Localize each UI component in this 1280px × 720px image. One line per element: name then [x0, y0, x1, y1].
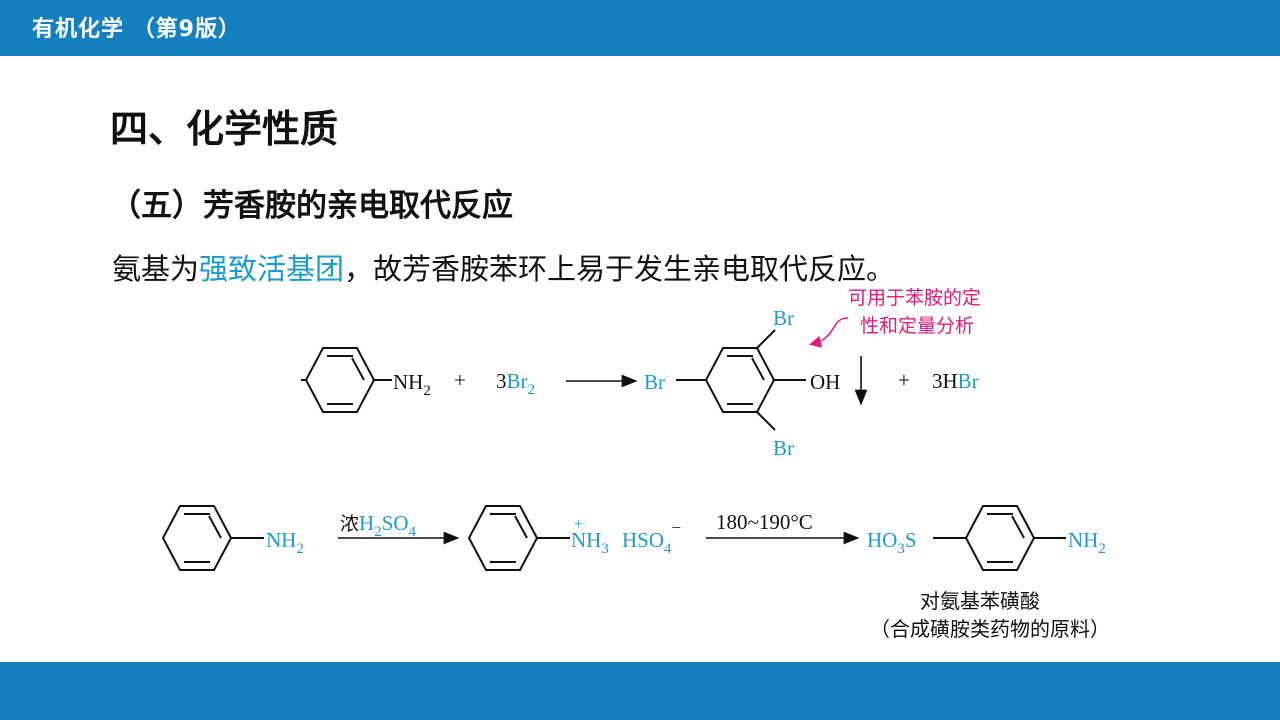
hso4-label: HSO4−: [622, 518, 681, 557]
intro-text: 氨基为强致活基团，故芳香胺苯环上易于发生亲电取代反应。: [112, 246, 895, 288]
bromine-reagent: 3Br2: [496, 369, 535, 398]
product-use: （合成磺胺类药物的原料）: [870, 617, 1110, 641]
tribromophenol-ring: [676, 329, 806, 431]
sulfanilic-acid-ring: [933, 505, 1066, 571]
course-title: 有机化学 （第9版）: [32, 17, 241, 42]
intro-highlight: 强致活基团: [199, 252, 345, 286]
ammonium-charge: +: [574, 516, 583, 533]
note-line-1: 可用于苯胺的定: [848, 287, 982, 309]
section-subheading: （五）芳香胺的亲电取代反应: [110, 188, 513, 224]
temperature-condition: 180~190°C: [716, 510, 813, 534]
br-top-label: Br: [773, 306, 794, 330]
oh-label: OH: [810, 370, 840, 394]
aniline-ring-1: [301, 347, 392, 413]
note-pointer-arrow: [809, 317, 849, 348]
anilinium-ring: [467, 505, 570, 571]
plus-sign-1: +: [454, 368, 466, 392]
nh2-label-1: NH2: [393, 370, 431, 399]
product-name: 对氨基苯磺酸: [920, 589, 1040, 613]
hbr-label: 3HBr: [932, 369, 979, 393]
ho3s-label: HO3S: [867, 528, 917, 557]
product-nh2-label: NH2: [1068, 528, 1106, 557]
intro-prefix: 氨基为: [112, 252, 200, 286]
nh2-label-2: NH2: [266, 528, 304, 557]
sulfuric-acid-reagent: 浓H2SO4: [340, 511, 417, 540]
br-left-label: Br: [644, 370, 665, 394]
aniline-ring-1-inner: [351, 357, 365, 381]
nh3-label: NH3: [571, 528, 609, 557]
annotation-note: 可用于苯胺的定 性和定量分析: [848, 284, 981, 340]
section-heading: 四、化学性质: [110, 107, 339, 151]
intro-suffix: ，故芳香胺苯环上易于发生亲电取代反应。: [344, 252, 896, 286]
footer-bar: [0, 662, 1280, 720]
br-bottom-label: Br: [773, 436, 794, 460]
plus-sign-2: +: [898, 368, 910, 392]
note-line-2: 性和定量分析: [860, 315, 975, 337]
aniline-ring-2: [161, 505, 264, 571]
header-bar: 有机化学 （第9版）: [0, 0, 1280, 56]
